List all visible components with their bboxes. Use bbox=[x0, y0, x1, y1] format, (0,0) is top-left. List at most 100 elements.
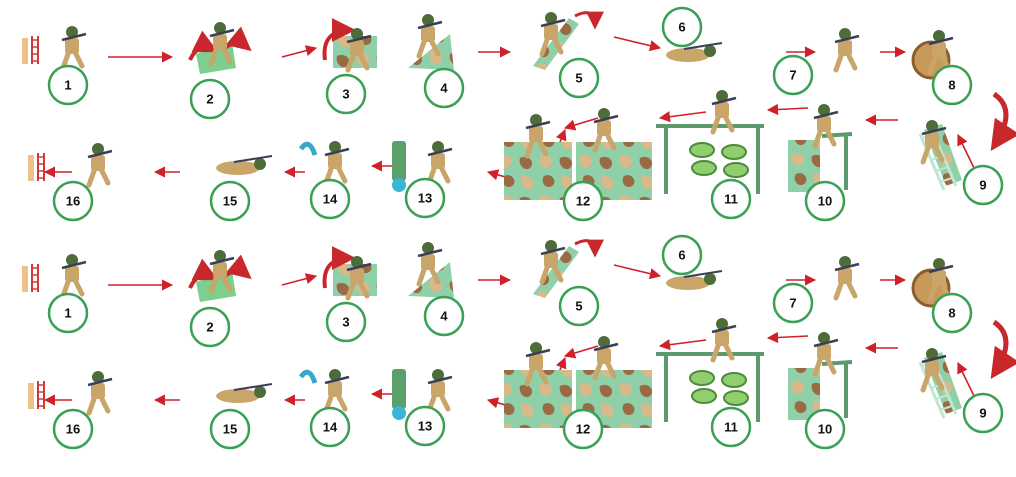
station-number: 1 bbox=[64, 306, 71, 321]
flow-arrows bbox=[43, 264, 976, 411]
station-circle bbox=[209, 408, 251, 450]
water-barrel-carry-obstacle bbox=[392, 369, 453, 420]
station-number: 11 bbox=[724, 420, 738, 435]
ramp-obstacle bbox=[408, 242, 454, 298]
tire-hurdles-and-beam-obstacle bbox=[656, 318, 764, 422]
station-circle bbox=[962, 392, 1004, 434]
station-circle bbox=[558, 285, 600, 327]
station-number-marker: 12 bbox=[562, 408, 604, 450]
station-circle bbox=[804, 408, 846, 450]
station-circle bbox=[325, 301, 367, 343]
kick-target-obstacle bbox=[298, 141, 350, 186]
soldier-figure bbox=[524, 342, 551, 387]
soldier-figure bbox=[920, 348, 947, 393]
flow-arrow bbox=[766, 103, 809, 116]
station-number: 8 bbox=[948, 306, 955, 321]
start-ladder-obstacle bbox=[22, 254, 87, 299]
high-wall-obstacle bbox=[788, 104, 853, 192]
flow-arrow bbox=[563, 117, 599, 131]
soldier-figure bbox=[216, 383, 273, 403]
station-circle bbox=[710, 178, 752, 220]
soldier-figure bbox=[666, 42, 723, 62]
flow-arrow bbox=[613, 36, 662, 52]
flow-arrow bbox=[563, 345, 599, 359]
soldier-figure bbox=[323, 369, 350, 414]
station-number-marker: 3 bbox=[325, 301, 367, 343]
start-ladder-obstacle bbox=[22, 26, 87, 71]
high-wall-obstacle bbox=[788, 332, 853, 420]
station-number: 2 bbox=[206, 92, 213, 107]
soldier-figure bbox=[833, 256, 860, 301]
soldier-figure bbox=[920, 120, 947, 165]
station-number: 10 bbox=[818, 194, 832, 209]
flow-arrow bbox=[957, 133, 976, 171]
station-number-marker: 16 bbox=[52, 408, 94, 450]
station-number-marker: 6 bbox=[661, 6, 703, 48]
station-circle bbox=[423, 67, 465, 109]
curved-flow-arrow bbox=[990, 91, 1016, 151]
run-obstacle bbox=[833, 28, 860, 73]
station-circle bbox=[562, 180, 604, 222]
station-circle bbox=[404, 177, 446, 219]
station-number-marker: 15 bbox=[209, 408, 251, 450]
soldier-figure bbox=[416, 14, 443, 59]
station-number-marker: 4 bbox=[423, 295, 465, 337]
station-circle bbox=[931, 64, 973, 106]
station-number-marker: 8 bbox=[931, 292, 973, 334]
run-obstacle bbox=[833, 256, 860, 301]
station-number-marker: 8 bbox=[931, 64, 973, 106]
station-circle bbox=[404, 405, 446, 447]
soldier-figure bbox=[592, 108, 619, 153]
inclined-wall-obstacle bbox=[533, 239, 604, 298]
soldier-figure bbox=[60, 26, 87, 71]
station-circle bbox=[931, 292, 973, 334]
station-number-marker: 13 bbox=[404, 405, 446, 447]
crawl-obstacle bbox=[666, 270, 723, 290]
flow-arrow bbox=[613, 264, 662, 280]
low-wall-obstacle bbox=[188, 22, 252, 74]
station-number-marker: 14 bbox=[309, 406, 351, 448]
station-circle bbox=[189, 306, 231, 348]
flow-arrow bbox=[281, 273, 318, 286]
station-number-marker: 1 bbox=[47, 292, 89, 334]
soldier-figure bbox=[833, 28, 860, 73]
soldier-figure bbox=[592, 336, 619, 381]
station-number-marker: 2 bbox=[189, 306, 231, 348]
kick-target-obstacle bbox=[298, 369, 350, 414]
flow-arrow bbox=[658, 339, 707, 351]
station-circle bbox=[47, 292, 89, 334]
station-circle bbox=[558, 57, 600, 99]
flow-arrow bbox=[281, 45, 318, 58]
station-number: 16 bbox=[66, 422, 80, 437]
soldier-figure bbox=[216, 155, 273, 175]
station-number: 1 bbox=[64, 78, 71, 93]
station-number: 2 bbox=[206, 320, 213, 335]
soldier-figure bbox=[666, 270, 723, 290]
station-number: 6 bbox=[678, 248, 685, 263]
tire-hurdles-and-beam-obstacle bbox=[656, 90, 764, 194]
station-number: 4 bbox=[440, 309, 448, 324]
station-number-marker: 4 bbox=[423, 67, 465, 109]
station-circle bbox=[47, 64, 89, 106]
station-number: 4 bbox=[440, 81, 448, 96]
station-circle bbox=[325, 73, 367, 115]
flow-arrow bbox=[658, 111, 707, 123]
station-circle bbox=[52, 180, 94, 222]
station-circle bbox=[962, 164, 1004, 206]
station-number: 13 bbox=[418, 419, 432, 434]
station-number: 10 bbox=[818, 422, 832, 437]
station-circle bbox=[804, 180, 846, 222]
station-number-marker: 15 bbox=[209, 180, 251, 222]
station-number: 12 bbox=[576, 194, 590, 209]
station-circle bbox=[189, 78, 231, 120]
station-number-marker: 13 bbox=[404, 177, 446, 219]
box-vault-obstacle bbox=[322, 18, 377, 73]
station-number: 5 bbox=[575, 299, 582, 314]
station-number: 12 bbox=[576, 422, 590, 437]
low-wall-obstacle bbox=[188, 250, 252, 302]
soldier-figure bbox=[208, 250, 235, 295]
soldier-figure bbox=[426, 141, 453, 186]
soldier-figure bbox=[539, 12, 566, 57]
station-number-marker: 9 bbox=[962, 392, 1004, 434]
